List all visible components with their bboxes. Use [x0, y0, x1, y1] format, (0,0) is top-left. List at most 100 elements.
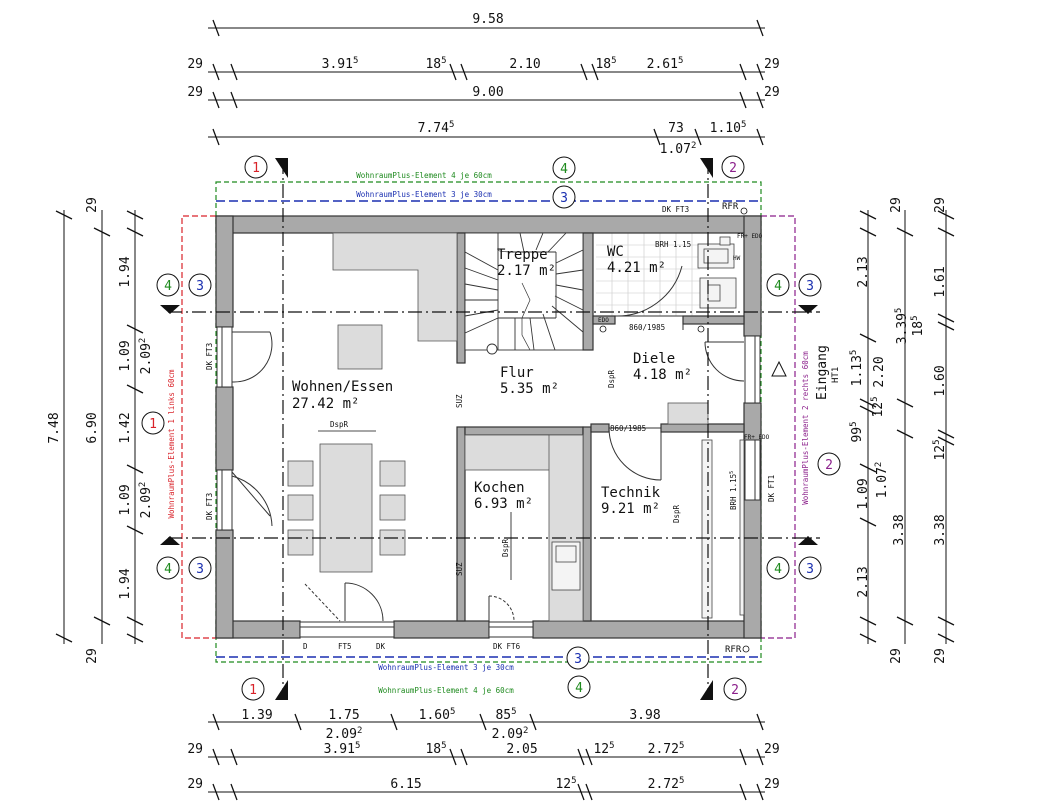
dim-bottom-r1-b: 1.75 [328, 708, 359, 723]
dim-left-chain-d2: 2.092 [138, 482, 154, 519]
dim-right-c3-e: 3.38 [933, 514, 948, 545]
room-area-kochen: 6.93 m² [474, 496, 533, 512]
axis-label-4-left-top: 4 [164, 279, 172, 294]
dim-left-chain-top: 29 [85, 197, 100, 213]
room-area-diele: 4.18 m² [633, 367, 692, 383]
furniture [287, 232, 745, 622]
axis-label-3-top: 3 [560, 191, 568, 206]
annotation-dspr-flur: DspR [607, 369, 616, 388]
annotation-rfr-top: RFR [722, 202, 739, 212]
dim-bottom-r3-right-edge: 29 [764, 777, 780, 792]
dim-bottom-r3-c: 2.725 [648, 776, 685, 792]
annotation-hw: HW [733, 255, 741, 262]
dim-bottom-r2-e: 2.725 [648, 741, 685, 757]
element-label-bottom-outer: WohnraumPlus-Element 4 je 60cm [378, 686, 514, 695]
dim-right-c1-f: 1.072 [874, 462, 890, 499]
dim-right-c1-a: 2.13 [856, 256, 871, 287]
dim-top-r1-c: 2.10 [509, 57, 540, 72]
dim-bottom-r2-a: 3.915 [324, 741, 361, 757]
annotation-edo: EDO [598, 317, 609, 324]
dim-bottom-r3-left-edge: 29 [187, 777, 203, 792]
axis-label-4-top: 4 [560, 162, 568, 177]
dim-right-c3-bottom: 29 [933, 648, 948, 664]
dim-bottom-r2-right-edge: 29 [764, 742, 780, 757]
dim-right-c1-c: 125 [870, 396, 886, 417]
dim-top-r1-d: 185 [595, 56, 616, 72]
dim-bottom-r2-c: 2.05 [506, 742, 537, 757]
dim-left-chain-e: 1.94 [118, 568, 133, 599]
element-label-top-inner: WohnraumPlus-Element 3 je 30cm [356, 190, 492, 199]
dim-top-r1-a: 3.915 [322, 56, 359, 72]
axis-label-4-bottom: 4 [575, 681, 583, 696]
element-label-top-outer: WohnraumPlus-Element 4 je 60cm [356, 171, 492, 180]
dim-left-mid: 6.90 [85, 412, 100, 443]
dim-top-r3-a: 7.745 [418, 120, 455, 136]
dim-right-c2-a: 3.395 [894, 308, 910, 345]
dim-top-r3-d: 1.072 [660, 141, 697, 157]
annotation-dk-ft3-left2: DK FT3 [205, 493, 214, 520]
dim-top-r1-b: 185 [425, 56, 446, 72]
annotation-dk-ft6: DK FT6 [493, 642, 521, 651]
annotation-suz-1: SUZ [455, 394, 464, 408]
dim-bottom-r1b-b: 2.092 [492, 726, 529, 742]
room-area-wc: 4.21 m² [607, 260, 666, 276]
dim-left-chain-c: 1.42 [118, 412, 133, 443]
dim-right-c3-c: 1.60 [933, 365, 948, 396]
room-labels: Wohnen/Essen 27.42 m² Treppe 2.17 m² WC … [292, 244, 692, 517]
annotation-d: D [303, 642, 308, 651]
room-area-treppe: 2.17 m² [497, 263, 556, 279]
annotation-dk-ft1: DK FT1 [767, 475, 776, 502]
axis-label-4-right-top: 4 [774, 279, 782, 294]
dim-right-c1-bottom: 29 [889, 648, 904, 664]
dim-right-c3-top: 29 [933, 197, 948, 213]
dim-top-r2-right-edge: 29 [764, 85, 780, 100]
axis-label-2-right: 2 [825, 458, 833, 473]
dim-top-r1-e: 2.615 [647, 56, 684, 72]
axis-label-3-right-bottom: 3 [806, 562, 814, 577]
axis-label-1-bottom: 1 [249, 683, 257, 698]
dim-right-c1-top: 29 [889, 197, 904, 213]
stairs [464, 232, 584, 355]
dim-bottom-r2-left-edge: 29 [187, 742, 203, 757]
axis-markers: 1 4 3 2 4 3 1 4 3 4 3 2 4 3 3 4 1 2 [141, 155, 841, 701]
annotations: DK FT3 RFR BRH 1.15 FR+ EDO EDO 860/1985… [205, 202, 776, 655]
dim-left-chain-b: 1.09 [118, 340, 133, 371]
dim-right-c1-e: 1.09 [856, 478, 871, 509]
axis-label-4-left-bottom: 4 [164, 562, 172, 577]
dim-right-c3-d: 125 [932, 439, 948, 460]
dim-right-c1-b: 1.135 [849, 350, 865, 387]
dim-left-total: 7.48 [47, 412, 62, 443]
annotation-dspr-technik: DspR [672, 504, 681, 523]
annotation-suz-2: SUZ [455, 562, 464, 576]
dim-bottom-r1-c: 1.605 [419, 707, 456, 723]
wc-tiles [596, 233, 700, 316]
room-area-wohnen: 27.42 m² [292, 396, 359, 412]
annotation-dk: DK [376, 642, 386, 651]
bottom-dimensions: 1.39 1.75 1.605 855 3.98 2.092 2.092 29 … [187, 707, 780, 801]
dim-top-r2-inner: 9.00 [472, 85, 503, 100]
annotation-ft5: FT5 [338, 642, 352, 651]
annotation-door-860-a: 860/1985 [629, 323, 665, 332]
entrance-label: Eingang [815, 345, 830, 400]
annotation-brh-2: BRH 1.155 [729, 471, 738, 510]
dim-bottom-r1b-a: 2.092 [326, 726, 363, 742]
annotation-brh: BRH 1.15 [655, 240, 691, 249]
axis-label-3-bottom: 3 [574, 652, 582, 667]
annotation-dspr-wohnen: DspR [330, 420, 349, 429]
annotation-fr-edo-mid: FR+ EDO [744, 434, 770, 441]
room-name-wc: WC [607, 244, 624, 260]
dim-left-chain-b2: 2.092 [138, 338, 154, 375]
entrance-code: HT1 [831, 367, 841, 383]
axis-label-3-left-bottom: 3 [196, 562, 204, 577]
dim-bottom-r1-d: 855 [495, 707, 516, 723]
room-name-treppe: Treppe [497, 247, 548, 263]
annotation-fr-edo-top: FR+ EDO [737, 233, 763, 240]
axis-label-1-left: 1 [149, 417, 157, 432]
annotation-rfr-bottom: RFR [725, 645, 742, 655]
left-dimensions: 7.48 6.90 29 1.94 1.09 2.092 1.42 1.09 2… [47, 197, 154, 664]
doors [216, 265, 761, 638]
element-label-left: WohnraumPlus-Element 1 links 60cm [167, 369, 176, 518]
dim-left-chain-a: 1.94 [118, 256, 133, 287]
element-label-bottom-inner: WohnraumPlus-Element 3 je 30cm [378, 663, 514, 672]
